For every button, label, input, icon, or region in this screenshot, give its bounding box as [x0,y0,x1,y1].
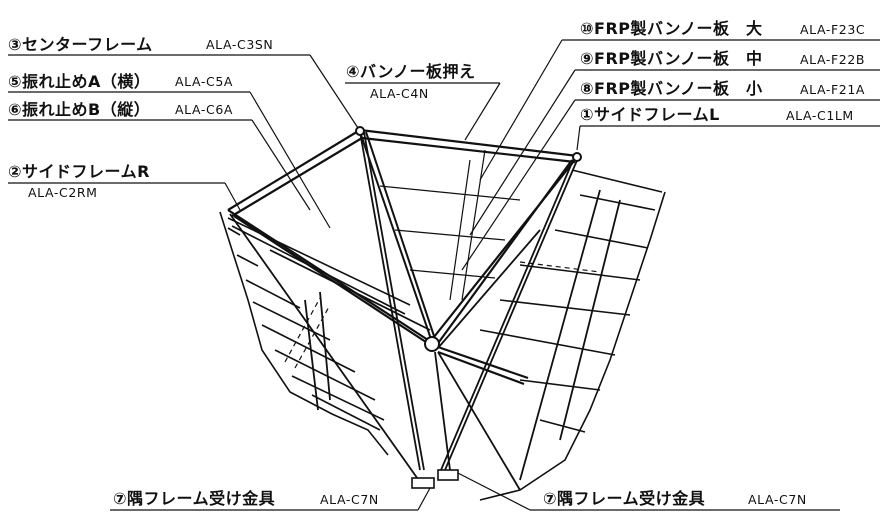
code-frp-small: ALA-F21A [800,82,866,97]
code-center-frame: ALA-C3SN [206,37,274,52]
code-frp-medium: ALA-F22B [800,52,866,67]
label-side-frame-l: ①サイドフレームL [580,105,720,124]
label-bracing-a: ⑤振れ止めA（横） [8,72,151,91]
code-corner-bracket-right: ALA-C7N [748,492,807,507]
code-side-frame-r: ALA-C2RM [28,185,98,200]
label-bannou-osae: ④バンノー板押え [346,62,476,81]
label-corner-bracket-left: ⑦隅フレーム受け金具 [113,489,276,508]
joints [355,126,582,489]
code-bracing-a: ALA-C5A [175,74,234,89]
label-bracing-b: ⑥振れ止めB（縦） [8,100,151,119]
right-joint [572,152,582,162]
label-center-frame: ③センターフレーム [8,35,153,54]
code-corner-bracket-left: ALA-C7N [320,492,379,507]
label-frp-large: ⑩FRP製バンノー板 大 [580,19,763,38]
label-frp-medium: ⑨FRP製バンノー板 中 [580,49,763,68]
frp-panels-drawing [379,149,521,301]
bracing-drawing [229,131,621,491]
corner-bracket-right-drawing [437,469,459,481]
label-frp-small: ⑧FRP製バンノー板 小 [580,79,763,98]
leader-lines [8,39,880,511]
label-corner-bracket-right: ⑦隅フレーム受け金具 [543,489,706,508]
label-side-frame-r: ②サイドフレームR [8,162,150,181]
corner-bracket-left-drawing [411,477,435,489]
center-joint [424,336,440,352]
code-frp-large: ALA-F23C [800,22,866,37]
code-side-frame-l: ALA-C1LM [786,108,854,123]
top-joint [355,126,365,136]
code-bannou-osae: ALA-C4N [370,86,429,101]
code-bracing-b: ALA-C6A [175,102,234,117]
center-frame-drawing [359,131,437,343]
right-wall [479,169,666,501]
side-frame-l-drawing [359,128,579,386]
hidden-lines [284,261,601,369]
